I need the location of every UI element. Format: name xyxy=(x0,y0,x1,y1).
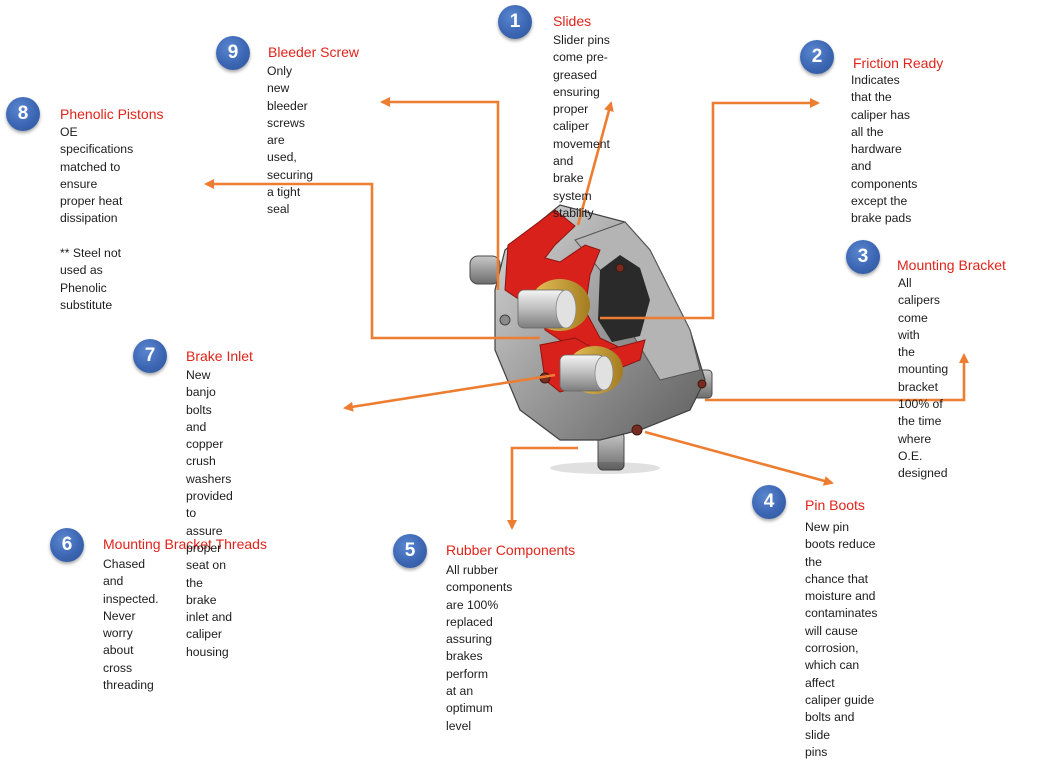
number-badge-8: 8 xyxy=(6,97,40,131)
callout-title-phenolic-pistons: Phenolic Pistons xyxy=(60,106,164,122)
number-badge-3: 3 xyxy=(846,240,880,274)
caliper-illustration xyxy=(204,97,969,530)
number-badge-6: 6 xyxy=(50,528,84,562)
callout-title-mounting-bracket-threads: Mounting Bracket Threads xyxy=(103,536,267,552)
number-badge-9: 9 xyxy=(216,36,250,70)
number-badge-4: 4 xyxy=(752,485,786,519)
callout-title-bleeder-screw: Bleeder Screw xyxy=(268,44,360,60)
leader-line-4 xyxy=(644,430,834,486)
callout-text-mounting-bracket: All calipers come with the mounting brac… xyxy=(898,276,949,481)
number-badge-5: 5 xyxy=(393,534,427,568)
caliper-body xyxy=(469,204,713,474)
callout-text-bleeder-screw: Only new bleeder screws are used, securi… xyxy=(267,64,314,217)
leader-line-1 xyxy=(576,101,614,226)
leader-lines xyxy=(204,97,969,530)
callout-text-friction-ready: Indicates that the caliper has all the h… xyxy=(851,73,918,226)
leader-line-9 xyxy=(380,97,500,290)
leader-line-5 xyxy=(507,446,578,530)
callout-text-brake-inlet: New banjo bolts and copper crush washers… xyxy=(186,368,233,659)
callout-title-rubber-components: Rubber Components xyxy=(446,542,576,558)
callout-text-phenolic-pistons: OE specifications matched to ensure prop… xyxy=(60,125,134,312)
callout-title-friction-ready: Friction Ready xyxy=(853,55,944,71)
callout-title-brake-inlet: Brake Inlet xyxy=(186,348,253,364)
leader-line-7 xyxy=(343,373,556,412)
diagram-canvas: 1 Slides Slider pins come pre- greased e… xyxy=(6,5,1006,759)
leader-line-3 xyxy=(705,353,969,402)
callout-text-slides: Slider pins come pre- greased ensuring p… xyxy=(553,33,610,220)
callout-title-pin-boots: Pin Boots xyxy=(805,497,865,513)
number-badge-7: 7 xyxy=(133,339,167,373)
number-badge-1: 1 xyxy=(498,5,532,39)
leader-line-8 xyxy=(204,179,540,340)
number-badge-2: 2 xyxy=(800,40,834,74)
callout-title-slides: Slides xyxy=(553,13,592,29)
callout-title-mounting-bracket: Mounting Bracket xyxy=(897,257,1006,273)
callout-text-pin-boots: New pin boots reduce the chance that moi… xyxy=(805,520,878,759)
leader-line-2 xyxy=(600,98,820,320)
callout-text-rubber-components: All rubber components are 100% replaced … xyxy=(446,563,513,733)
callout-text-mounting-bracket-threads: Chased and inspected. Never worry about … xyxy=(103,557,159,693)
